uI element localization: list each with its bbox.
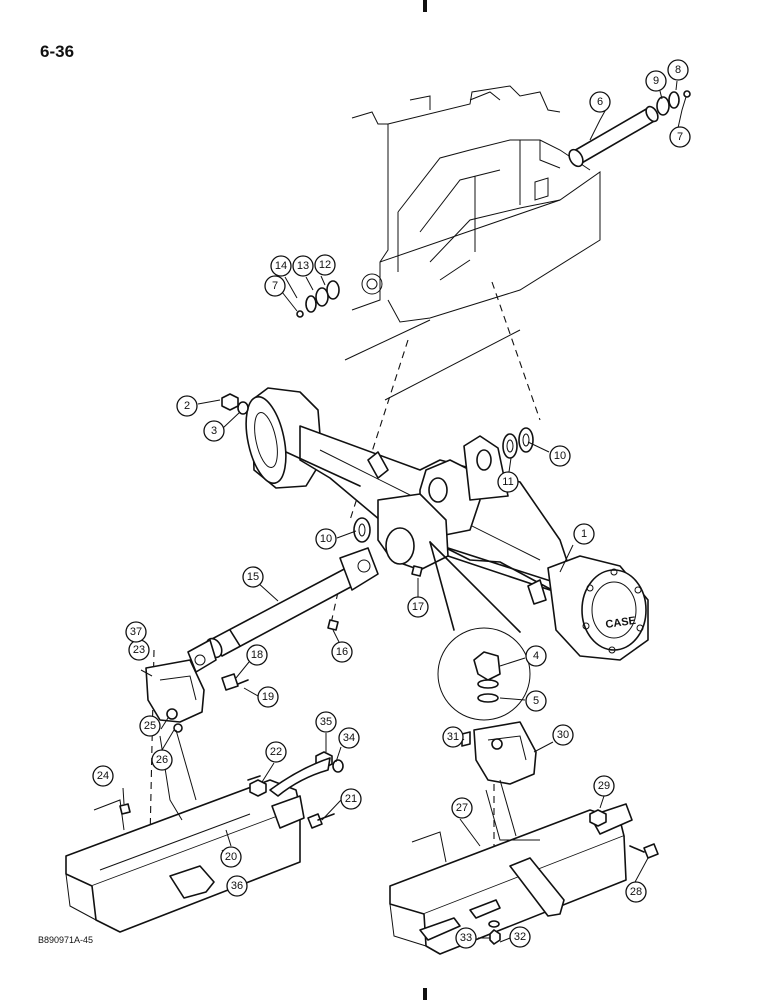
right-support-frame	[389, 779, 633, 955]
callout-part-22: 22	[265, 741, 287, 763]
callout-part-28: 28	[625, 881, 647, 903]
svg-text:17: 17	[412, 601, 424, 613]
svg-text:23: 23	[133, 644, 145, 656]
callout-part-10-left: 10	[315, 528, 337, 550]
svg-text:10: 10	[554, 450, 566, 462]
callout-part-32: 32	[509, 926, 531, 948]
axle-assembly: CASE	[245, 387, 649, 661]
registration-marks	[423, 0, 427, 1000]
svg-text:1: 1	[581, 528, 587, 540]
svg-text:16: 16	[336, 646, 348, 658]
callout-part-1: 1	[573, 523, 595, 545]
svg-text:34: 34	[343, 732, 355, 744]
callout-part-19: 19	[257, 686, 279, 708]
svg-text:15: 15	[247, 571, 259, 583]
svg-text:26: 26	[156, 754, 168, 766]
machine-frame	[344, 85, 601, 401]
callout-part-33: 33	[455, 927, 477, 949]
svg-text:11: 11	[502, 476, 513, 488]
callout-part-16: 16	[331, 641, 353, 663]
right-mount-bracket	[461, 721, 537, 785]
callout-part-15: 15	[242, 566, 264, 588]
left-support-frame	[65, 729, 305, 933]
leader-lines	[122, 80, 687, 943]
rear-washers	[296, 280, 340, 318]
svg-text:33: 33	[460, 932, 472, 944]
callout-part-3: 3	[203, 420, 225, 442]
callout-part-2: 2	[176, 395, 198, 417]
svg-text:8: 8	[675, 64, 681, 76]
thrust-washers	[353, 427, 534, 543]
svg-text:27: 27	[456, 802, 468, 814]
svg-text:6: 6	[597, 96, 603, 108]
callout-part-14: 14	[270, 255, 292, 277]
callout-part-34: 34	[338, 727, 360, 749]
hub-nut	[221, 393, 249, 415]
drive-shaft	[187, 547, 379, 673]
callout-part-9: 9	[645, 70, 667, 92]
callout-part-24: 24	[92, 765, 114, 787]
callout-part-29: 29	[593, 775, 615, 797]
svg-text:9: 9	[653, 75, 659, 87]
pivot-pin	[568, 90, 691, 168]
svg-text:5: 5	[533, 695, 539, 707]
callout-part-12: 12	[314, 254, 336, 276]
svg-text:7: 7	[272, 280, 278, 292]
svg-text:24: 24	[97, 770, 109, 782]
callout-part-17: 17	[407, 596, 429, 618]
left-fasteners	[119, 751, 344, 829]
svg-text:35: 35	[320, 716, 332, 728]
callout-part-31: 31	[442, 726, 464, 748]
svg-text:32: 32	[514, 931, 526, 943]
svg-text:37: 37	[130, 626, 142, 638]
callout-part-21: 21	[340, 788, 362, 810]
svg-text:20: 20	[225, 851, 237, 863]
callout-part-4: 4	[525, 645, 547, 667]
small-fasteners	[221, 565, 423, 691]
callout-part-37: 37	[125, 621, 147, 643]
fitting-detail	[429, 541, 531, 721]
figure-code: B890971A-45	[38, 935, 94, 945]
callout-part-18: 18	[246, 644, 268, 666]
callout-part-36: 36	[226, 875, 248, 897]
svg-text:25: 25	[144, 720, 156, 732]
callout-part-30: 30	[552, 724, 574, 746]
callout-part-35: 35	[315, 711, 337, 733]
svg-text:13: 13	[297, 260, 309, 272]
svg-text:10: 10	[320, 533, 332, 545]
callout-part-27: 27	[451, 797, 473, 819]
svg-text:28: 28	[630, 886, 642, 898]
svg-text:12: 12	[319, 259, 331, 271]
callout-part-11: 11	[497, 471, 519, 493]
callout-part-10-right: 10	[549, 445, 571, 467]
callout-part-7-upper: 7	[669, 126, 691, 148]
callout-part-13: 13	[292, 255, 314, 277]
svg-text:2: 2	[184, 400, 190, 412]
callout-part-23: 23	[128, 639, 150, 661]
callout-part-7-lower: 7	[264, 275, 286, 297]
svg-text:22: 22	[270, 746, 282, 758]
svg-text:21: 21	[345, 793, 357, 805]
svg-text:7: 7	[677, 131, 683, 143]
svg-text:31: 31	[447, 731, 459, 743]
svg-text:18: 18	[251, 649, 263, 661]
callout-part-5: 5	[525, 690, 547, 712]
svg-text:4: 4	[533, 650, 539, 662]
right-fasteners	[488, 809, 659, 945]
svg-text:29: 29	[598, 780, 610, 792]
svg-text:30: 30	[557, 729, 569, 741]
callout-part-26: 26	[151, 749, 173, 771]
svg-text:19: 19	[262, 691, 274, 703]
callout-part-20: 20	[220, 846, 242, 868]
page-number: 6-36	[40, 42, 75, 61]
callout-part-8: 8	[667, 59, 689, 81]
svg-text:36: 36	[231, 880, 243, 892]
svg-text:14: 14	[275, 260, 287, 272]
svg-text:3: 3	[211, 425, 217, 437]
callout-part-6: 6	[589, 91, 611, 113]
left-mount-bracket	[145, 659, 205, 733]
callout-part-25: 25	[139, 715, 161, 737]
hub-logo: CASE	[605, 615, 637, 631]
